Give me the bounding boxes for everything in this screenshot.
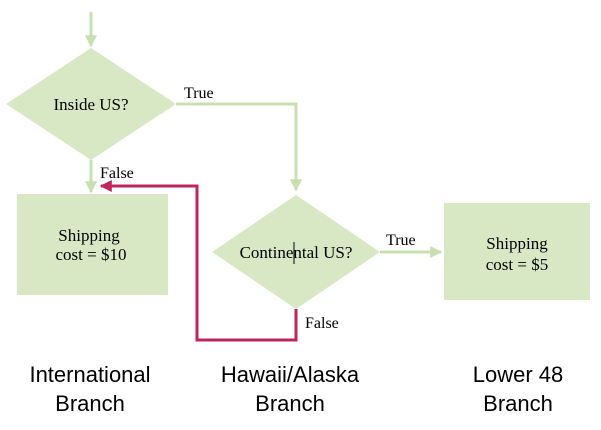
branch-label-international: International Branch (0, 360, 180, 418)
edge-label-inside-true: True (184, 85, 214, 102)
branch-label-international-line1: International (29, 362, 151, 387)
branch-label-hawaii-alaska-line2: Branch (255, 391, 325, 416)
process-shipping-5-line1: Shipping (486, 234, 548, 253)
decision-inside-us (6, 48, 176, 160)
branch-label-lower-48-line2: Branch (483, 391, 553, 416)
process-shipping-10-line1: Shipping (58, 226, 120, 245)
edge-inside-true (176, 102, 302, 192)
edge-continental-false (99, 180, 298, 342)
edge-label-continental-false: False (305, 315, 339, 332)
edge-label-continental-true: True (386, 232, 416, 249)
process-shipping-5 (444, 203, 590, 300)
edge-label-inside-false: False (100, 165, 134, 182)
process-shipping-5-line2: cost = $5 (486, 255, 548, 274)
branch-label-lower-48-line1: Lower 48 (472, 362, 564, 387)
process-shipping-10 (17, 194, 168, 295)
branch-label-hawaii-alaska-line1: Hawaii/Alaska (220, 362, 360, 387)
decision-continental-us-text: Continental US? (240, 243, 353, 262)
branch-label-hawaii-alaska: Hawaii/Alaska Branch (200, 360, 380, 418)
branch-label-lower-48: Lower 48 Branch (428, 360, 601, 418)
branch-label-international-line2: Branch (55, 391, 125, 416)
decision-continental-us (212, 195, 380, 309)
decision-inside-us-text: Inside US? (53, 95, 128, 114)
process-shipping-10-line2: cost = $10 (56, 245, 127, 264)
